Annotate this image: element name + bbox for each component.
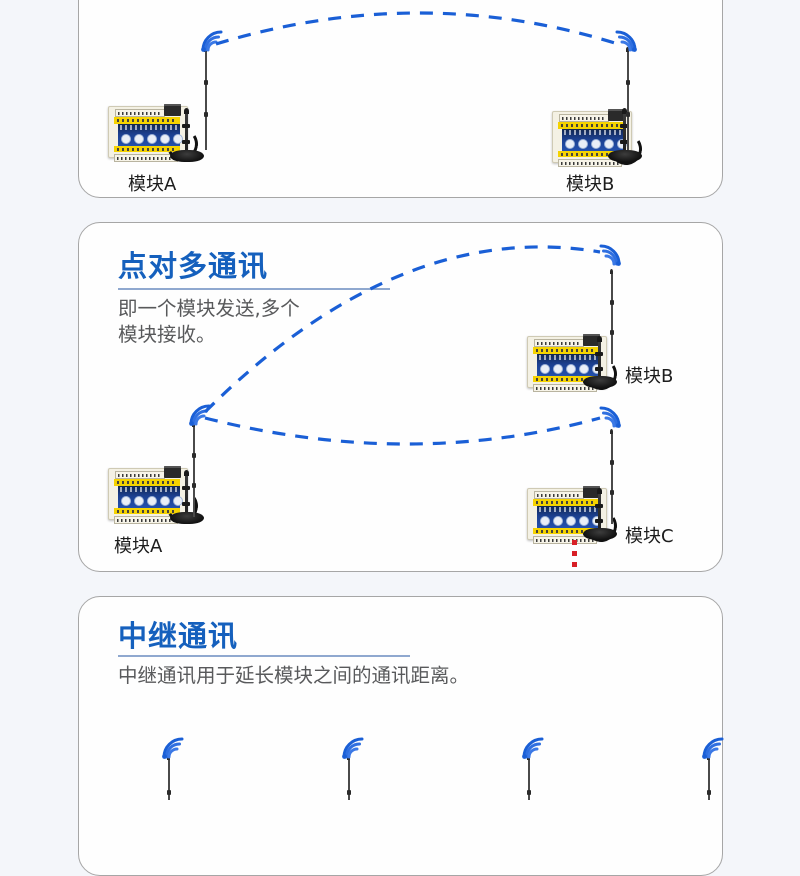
wifi-icon-relay-1 (160, 735, 190, 761)
wifi-icon-b2 (593, 242, 623, 268)
whip-antenna-a1 (170, 108, 204, 162)
rf-module-device-a2 (108, 462, 201, 525)
whip-antenna-b1 (608, 108, 642, 162)
wifi-icon-relay-3 (520, 735, 550, 761)
antenna-mast-relay-2 (346, 755, 352, 800)
antenna-mast-b2 (609, 269, 615, 364)
section-rule-3 (118, 655, 410, 657)
wifi-icon-b1 (609, 28, 639, 54)
antenna-mast-a1 (203, 47, 209, 150)
module-yellow-label-top (114, 117, 180, 124)
wifi-icon-c2 (593, 404, 623, 430)
antenna-mast-a2 (191, 422, 197, 517)
antenna-mast-relay-4 (706, 755, 712, 800)
module-label-c2: 模块C (625, 526, 674, 547)
whip-antenna-c2 (583, 488, 617, 540)
product-detail-page: 模块A 模块B 点对多通讯 (78, 0, 730, 876)
module-panel-text (120, 125, 178, 130)
more-modules-ellipsis-icon (572, 540, 577, 567)
module-buttons (121, 134, 183, 144)
module-yellow-label-bottom (114, 146, 180, 152)
module-label-b2: 模块B (625, 366, 674, 387)
module-label-a2: 模块A (114, 536, 163, 557)
wifi-icon-relay-4 (700, 735, 730, 761)
module-label-a1: 模块A (128, 174, 177, 195)
module-front-panel (118, 124, 183, 146)
antenna-mast-c2 (609, 429, 615, 524)
wifi-icon-a2 (187, 402, 217, 428)
rf-module-device-a1 (108, 100, 201, 163)
section-rule-2 (118, 288, 390, 290)
section-title-relay: 中继通讯 (118, 619, 239, 653)
whip-antenna-a2 (170, 470, 204, 524)
module-bottom-terminal-strip (114, 154, 178, 162)
antenna-mast-relay-1 (166, 755, 172, 800)
section-title-point-to-multipoint: 点对多通讯 (118, 249, 269, 283)
module-connector (164, 104, 181, 116)
wifi-icon-a1 (199, 28, 229, 54)
antenna-mast-b1 (625, 47, 631, 150)
module-top-terminal-strip (115, 109, 165, 117)
wifi-icon-relay-2 (340, 735, 370, 761)
module-label-b1: 模块B (566, 174, 615, 195)
section-desc-point-to-multipoint: 即一个模块发送,多个 模块接收。 (118, 297, 300, 346)
antenna-mast-relay-3 (526, 755, 532, 800)
section-desc-relay: 中继通讯用于延长模块之间的通讯距离。 (118, 664, 470, 687)
